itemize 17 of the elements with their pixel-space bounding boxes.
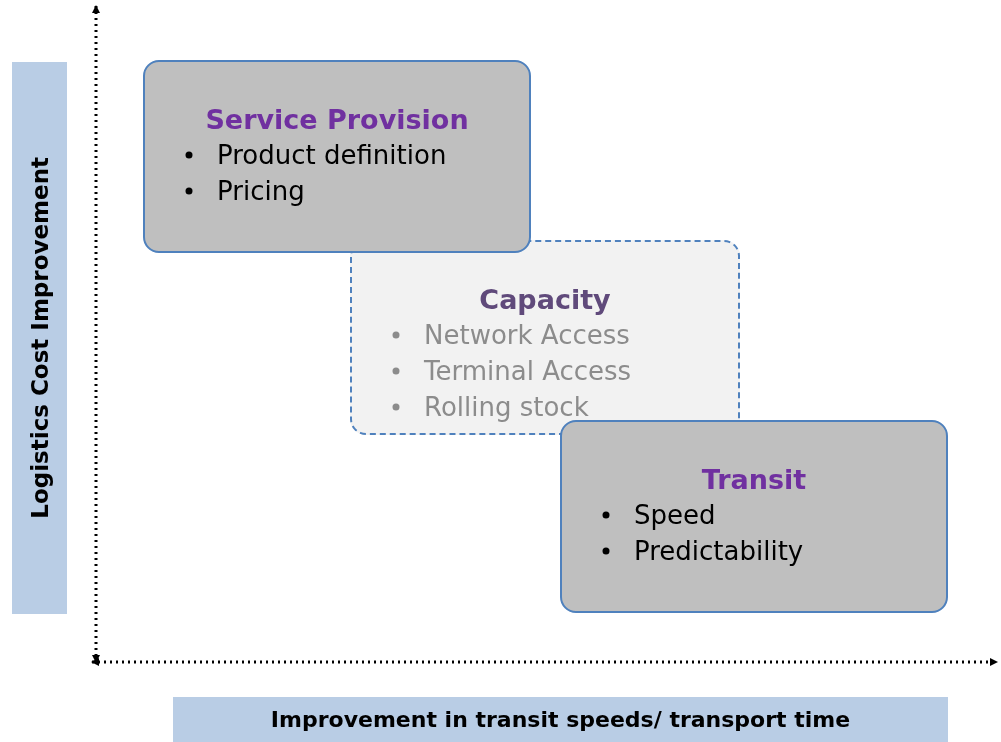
box-heading: Service Provision: [204, 104, 470, 135]
box-heading: Capacity: [478, 284, 612, 315]
bullet-item: Terminal Access: [424, 356, 632, 386]
axis-title: Improvement in transit speeds/ transport time: [270, 707, 851, 732]
bullet-item: Rolling stock: [424, 392, 589, 422]
box-heading: Transit: [700, 464, 808, 495]
bullet-item: Speed: [634, 500, 716, 530]
axis-label-band: [12, 62, 67, 614]
category-box: [350, 240, 740, 435]
category-box: [560, 420, 948, 613]
bullet-item: Network Access: [424, 320, 630, 350]
bullet-item: Predictability: [634, 536, 804, 566]
category-box: [143, 60, 531, 253]
bullet-item: Pricing: [217, 176, 305, 206]
axis-label-band: [173, 697, 948, 742]
axis-title: Logistics Cost Improvement: [26, 157, 53, 519]
bullet-item: Product definition: [217, 140, 447, 170]
